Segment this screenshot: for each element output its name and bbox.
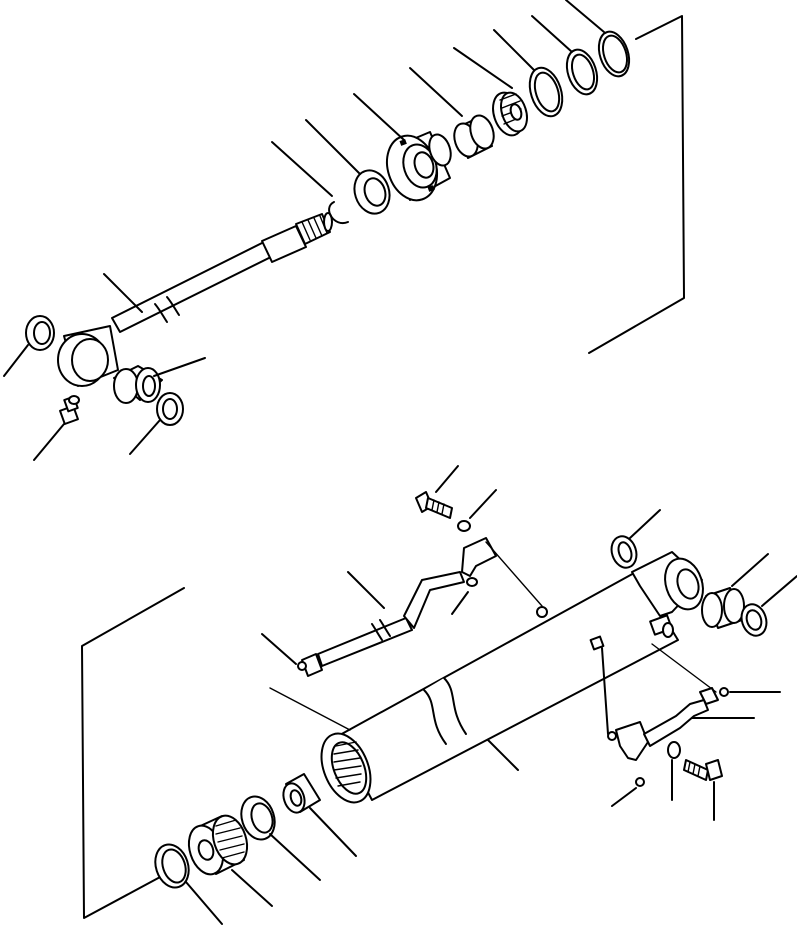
cylinder-head (386, 131, 452, 202)
guide-line (651, 643, 717, 693)
leader-line (469, 489, 497, 519)
leader-line (261, 633, 297, 665)
guide-line (485, 541, 543, 607)
leader-line (629, 509, 661, 539)
piston-seal (597, 30, 631, 78)
leader-line (453, 47, 513, 89)
leader-line (761, 575, 797, 607)
dust-seal-left (25, 315, 55, 351)
rod-eye (57, 325, 119, 387)
leader-line (487, 739, 519, 771)
port-tube-upper (536, 606, 548, 618)
o-ring-pipe-nut (297, 661, 307, 671)
rod-assembly-group (3, 0, 685, 461)
dust-seal-top (610, 535, 638, 569)
leader-line (185, 881, 223, 925)
grease-fitting (59, 395, 80, 425)
o-ring-right (719, 687, 729, 697)
washer-upper (457, 520, 471, 532)
dust-seal-right (740, 603, 768, 637)
leader-line (129, 419, 161, 455)
group-bracket-lower (81, 587, 185, 919)
tube-eye (631, 551, 704, 617)
seal-ring-lower (154, 843, 190, 889)
tube-assembly-group (81, 465, 797, 925)
guide-line (269, 687, 351, 731)
cylinder-tube (320, 571, 679, 804)
dust-seal-lower (156, 392, 184, 426)
group-bracket-upper (588, 15, 685, 354)
bushing-upper (113, 365, 163, 404)
leader-line (531, 15, 573, 53)
bolt-lower (683, 759, 723, 781)
leader-line (347, 571, 385, 609)
washer-lower (667, 741, 681, 759)
ring-lower (240, 795, 276, 841)
snap-ring (328, 201, 349, 225)
rod-seal-ring (353, 169, 391, 215)
o-ring-flange (466, 577, 478, 587)
leader-line (305, 119, 361, 175)
leader-line (435, 465, 459, 493)
leader-line (271, 141, 333, 197)
piston-rod (111, 212, 333, 333)
wear-ring-2 (565, 48, 599, 96)
pipe-lower (589, 635, 719, 761)
pipe-upper (301, 537, 497, 677)
leader-line (493, 29, 535, 71)
leader-line (269, 833, 321, 881)
leader-line (565, 0, 605, 33)
o-ring-lower-flange (635, 777, 645, 787)
port-block (649, 614, 674, 638)
wear-ring-1 (528, 66, 564, 118)
leader-line (33, 423, 65, 461)
cushion-ring-lower (282, 773, 321, 814)
leader-line (451, 591, 469, 615)
leader-line (153, 357, 206, 377)
leader-line (611, 787, 637, 807)
cushion-collar (453, 114, 495, 159)
bushing-lower (701, 587, 745, 629)
leader-line (231, 869, 273, 907)
leader-line (309, 807, 357, 857)
leader-line (103, 273, 143, 313)
leader-line (409, 67, 463, 117)
leader-line (3, 344, 29, 377)
bolt-upper (415, 491, 453, 519)
leader-line (353, 93, 405, 141)
piston-upper (492, 91, 528, 137)
leader-line (731, 553, 769, 587)
piston-lower (187, 814, 249, 876)
